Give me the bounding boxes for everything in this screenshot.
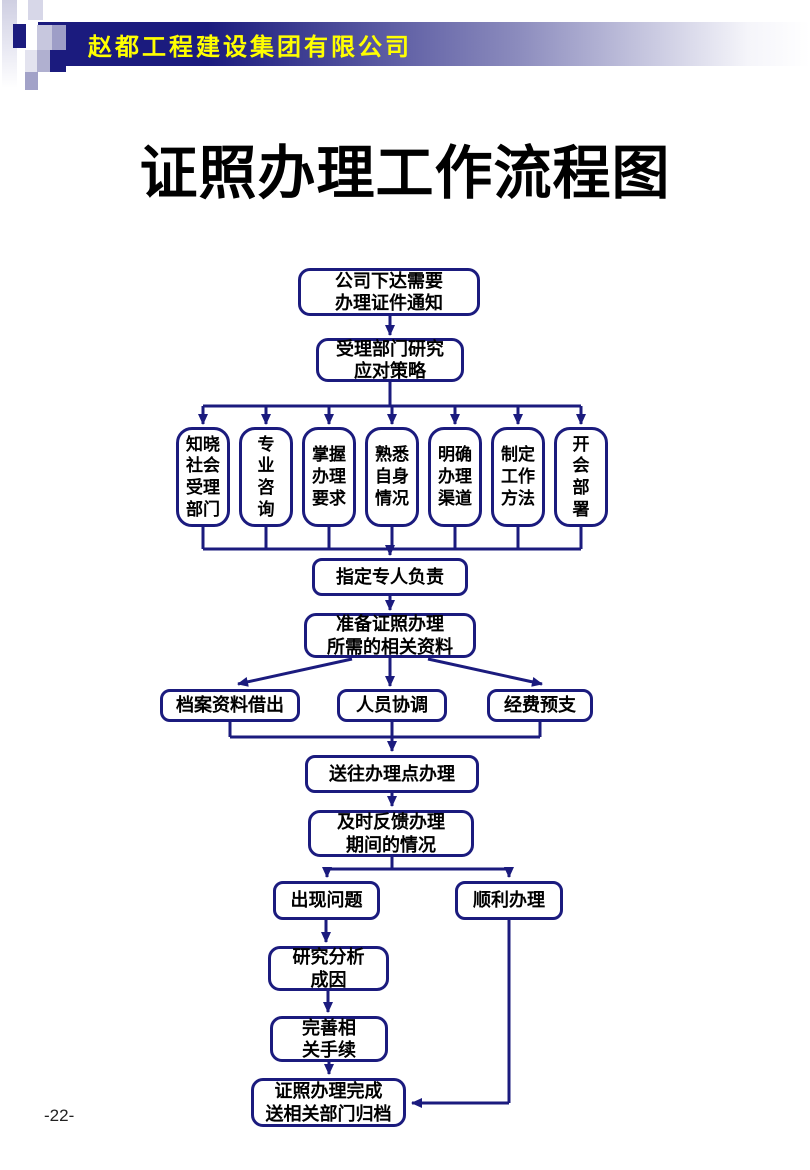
node-send-to-handling-point: 送往办理点办理: [305, 755, 479, 793]
node-know-own-situation: 熟悉 自身 情况: [365, 427, 419, 527]
page-title: 证照办理工作流程图: [139, 139, 671, 207]
decoration-square: [37, 25, 52, 50]
node-set-work-methods: 制定 工作 方法: [491, 427, 545, 527]
decoration-square: [13, 24, 26, 48]
node-complete-and-archive: 证照办理完成 送相关部门归档: [251, 1078, 406, 1127]
node-problem-occurred: 出现问题: [273, 881, 380, 920]
header-bar: 赵都工程建设集团有限公司: [38, 22, 810, 66]
decoration-square: [49, 50, 66, 72]
node-clarify-channels: 明确 办理 渠道: [428, 427, 482, 527]
node-company-notice: 公司下达需要 办理证件通知: [298, 268, 480, 316]
node-assign-person: 指定专人负责: [312, 558, 468, 596]
node-smooth-handling: 顺利办理: [455, 881, 563, 920]
node-personnel-coordination: 人员协调: [337, 689, 447, 722]
node-know-accepting-department: 知晓 社会 受理 部门: [176, 427, 230, 527]
node-analyze-causes: 研究分析 成因: [268, 946, 389, 991]
decoration-square: [52, 25, 66, 50]
node-timely-feedback: 及时反馈办理 期间的情况: [308, 810, 474, 857]
decoration-square: [25, 50, 37, 72]
page-number: -22-: [44, 1106, 75, 1125]
decoration-square: [37, 50, 50, 72]
node-perfect-procedures: 完善相 关手续: [270, 1016, 388, 1062]
node-research-strategy: 受理部门研究 应对策略: [316, 338, 464, 382]
node-budget-advance: 经费预支: [487, 689, 593, 722]
decoration-square: [28, 0, 43, 20]
node-prepare-materials: 准备证照办理 所需的相关资料: [304, 613, 476, 658]
node-grasp-requirements: 掌握 办理 要求: [302, 427, 356, 527]
company-name: 赵都工程建设集团有限公司: [88, 33, 412, 61]
node-professional-consult: 专 业 咨 询: [239, 427, 293, 527]
decoration-square: [25, 72, 38, 90]
decoration-strip: [2, 0, 17, 88]
node-meeting-deployment: 开 会 部 署: [554, 427, 608, 527]
node-archive-borrow: 档案资料借出: [160, 689, 300, 722]
